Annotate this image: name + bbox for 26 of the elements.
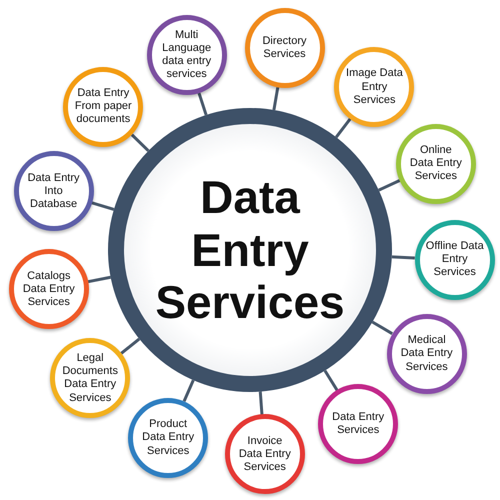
connector-line — [324, 370, 338, 391]
service-circle: Catalogs Data Entry Services — [8, 249, 89, 330]
connector-line — [91, 201, 114, 211]
connector-line — [130, 134, 150, 152]
service-circle: Multi Language data entry services — [146, 15, 227, 96]
service-circle: Product Data Entry Services — [128, 398, 208, 478]
connector-line — [392, 255, 415, 260]
connector-line — [335, 118, 352, 138]
service-circle: Image Data Entry Services — [334, 47, 414, 128]
service-circle: Data Entry Into Database — [14, 151, 94, 232]
service-circle: Medical Data Entry Services — [386, 314, 467, 394]
service-circle: Directory Services — [244, 8, 324, 88]
connector-line — [182, 380, 195, 402]
service-circle: Offline Data Entry Services — [414, 220, 495, 300]
connector-line — [258, 392, 264, 415]
connector-line — [372, 320, 393, 335]
service-circle: Legal Documents Data Entry Services — [50, 338, 130, 418]
service-circle: Invoice Data Entry Services — [224, 414, 305, 494]
connector-line — [120, 338, 140, 354]
connector-line — [272, 87, 280, 110]
service-circle: Online Data Entry Services — [396, 124, 476, 204]
connector-line — [378, 179, 400, 192]
connector-line — [198, 92, 208, 116]
connector-line — [88, 276, 111, 284]
service-circle: Data Entry Services — [318, 384, 398, 464]
service-circle: Data Entry From paper documents — [63, 66, 144, 147]
